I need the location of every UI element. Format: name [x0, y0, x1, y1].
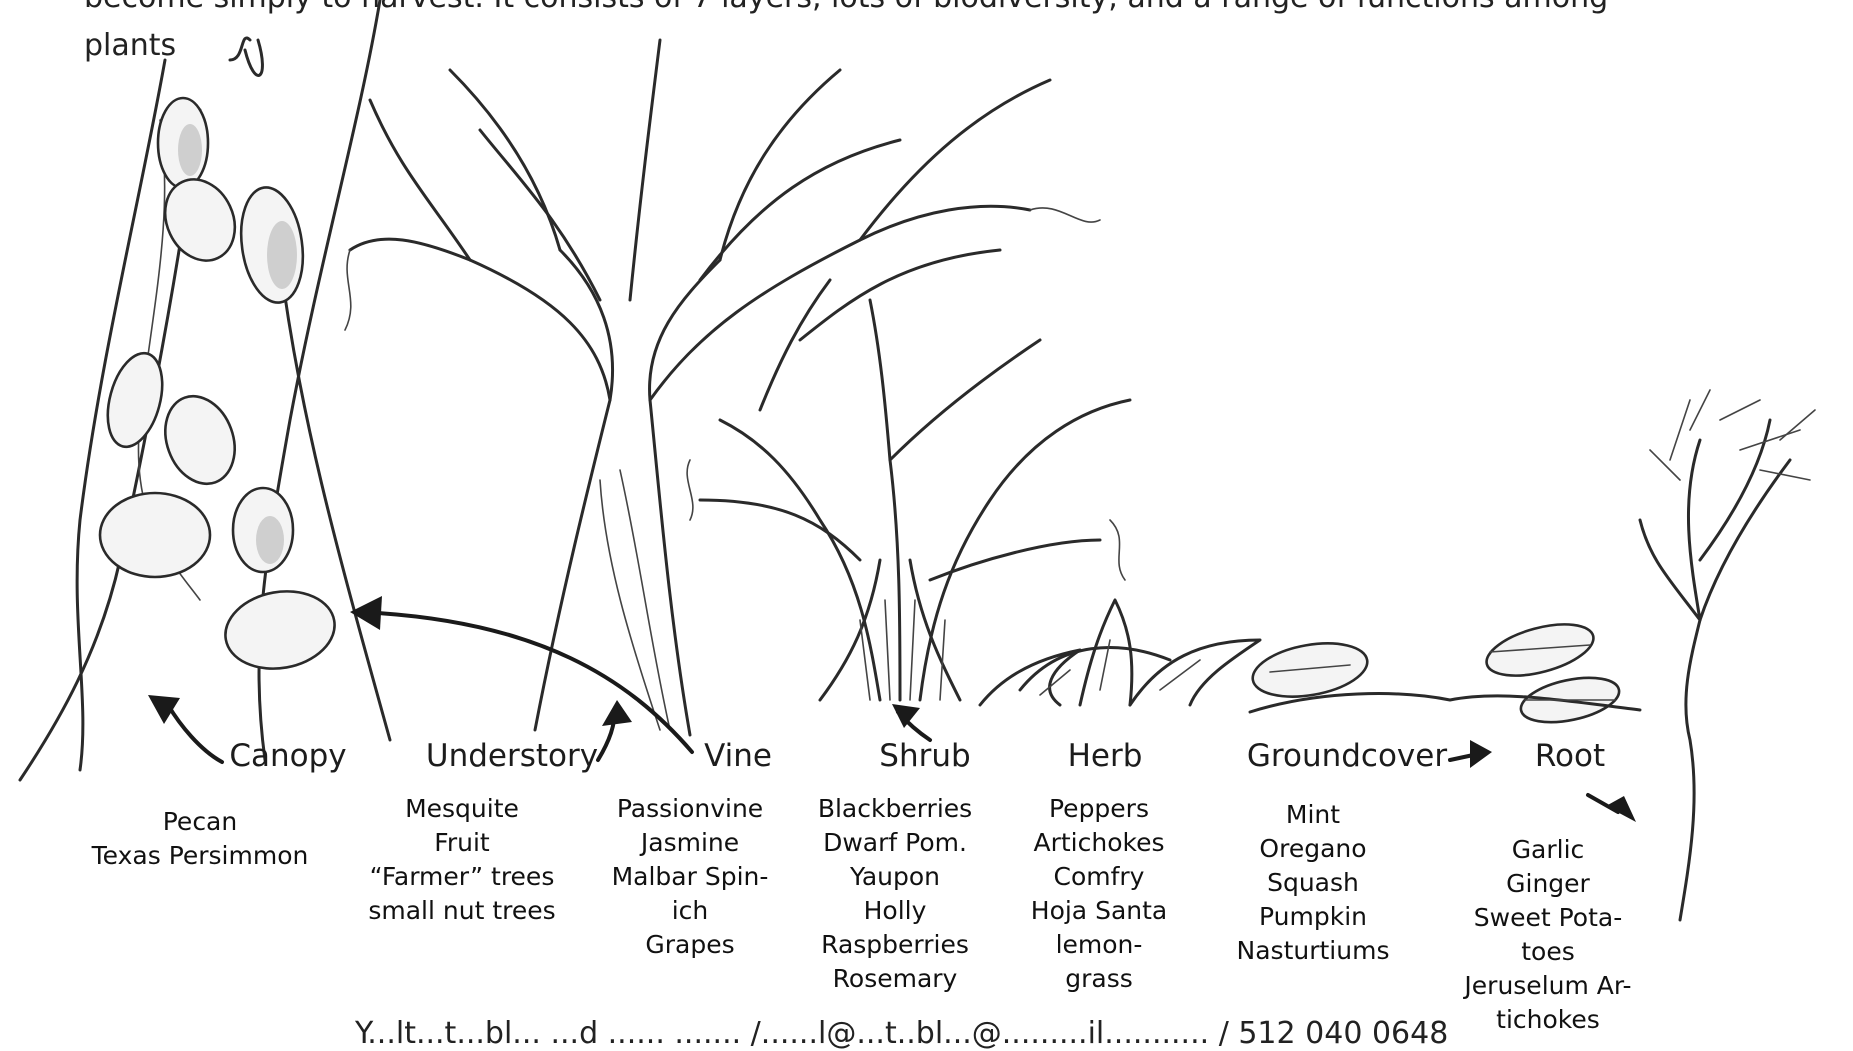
plant-name: Pumpkin — [1237, 900, 1390, 934]
plant-name: ich — [612, 894, 769, 928]
plant-name: Squash — [1237, 866, 1390, 900]
plant-name: Raspberries — [818, 928, 972, 962]
plant-name: Texas Persimmon — [92, 839, 309, 873]
understory-tree-drawing — [345, 40, 1100, 735]
plant-name: Yaupon — [818, 860, 972, 894]
plant-name: Hoja Santa — [1031, 894, 1167, 928]
plant-list-groundcover: Mint Oregano Squash Pumpkin Nasturtiums — [1237, 798, 1390, 968]
plant-name: Grapes — [612, 928, 769, 962]
plant-name: Passionvine — [612, 792, 769, 826]
plant-name: tichokes — [1464, 1003, 1631, 1037]
plant-list-root: Garlic Ginger Sweet Pota- toes Jeruselum… — [1464, 833, 1631, 1037]
layer-heading-shrub: Shrub — [879, 738, 970, 774]
footer-contact: Y...lt...t...bl... ...d ...... ....... /… — [355, 1016, 1448, 1051]
plant-name: Peppers — [1031, 792, 1167, 826]
plant-name: lemon- — [1031, 928, 1167, 962]
plant-name: Jasmine — [612, 826, 769, 860]
shrub-drawing — [687, 250, 1130, 700]
plant-name: Mesquite — [368, 792, 555, 826]
plant-list-herb: Peppers Artichokes Comfry Hoja Santa lem… — [1031, 792, 1167, 996]
layer-arrows — [148, 596, 1636, 822]
plant-name: “Farmer” trees — [368, 860, 555, 894]
plant-name: grass — [1031, 962, 1167, 996]
plant-list-canopy: Pecan Texas Persimmon — [92, 805, 309, 873]
layer-heading-vine: Vine — [704, 738, 772, 774]
plant-name: Ginger — [1464, 867, 1631, 901]
canopy-tree-drawing — [20, 0, 390, 780]
plant-name: Dwarf Pom. — [818, 826, 972, 860]
plant-name: Garlic — [1464, 833, 1631, 867]
plant-name: Comfry — [1031, 860, 1167, 894]
layer-heading-understory: Understory — [426, 738, 598, 774]
plant-name: toes — [1464, 935, 1631, 969]
plant-name: Oregano — [1237, 832, 1390, 866]
root-drawing — [1640, 390, 1815, 920]
plant-list-shrub: Blackberries Dwarf Pom. Yaupon Holly Ras… — [818, 792, 972, 996]
plant-name: Nasturtiums — [1237, 934, 1390, 968]
plant-list-understory: Mesquite Fruit “Farmer” trees small nut … — [368, 792, 555, 928]
plant-name: Rosemary — [818, 962, 972, 996]
plant-name: Blackberries — [818, 792, 972, 826]
layer-heading-canopy: Canopy — [229, 738, 346, 774]
plant-name: Mint — [1237, 798, 1390, 832]
herb-drawing — [980, 600, 1260, 705]
plant-name: Jeruselum Ar- — [1464, 969, 1631, 1003]
layer-heading-herb: Herb — [1068, 738, 1143, 774]
plant-name: Malbar Spin- — [612, 860, 769, 894]
groundcover-drawing — [1249, 615, 1640, 730]
plant-name: Holly — [818, 894, 972, 928]
layer-heading-groundcover: Groundcover — [1247, 738, 1447, 774]
plant-name: Fruit — [368, 826, 555, 860]
plant-list-vine: Passionvine Jasmine Malbar Spin- ich Gra… — [612, 792, 769, 962]
plant-name: Sweet Pota- — [1464, 901, 1631, 935]
layer-heading-root: Root — [1535, 738, 1605, 774]
plant-name: small nut trees — [368, 894, 555, 928]
plant-name: Artichokes — [1031, 826, 1167, 860]
plant-name: Pecan — [92, 805, 309, 839]
